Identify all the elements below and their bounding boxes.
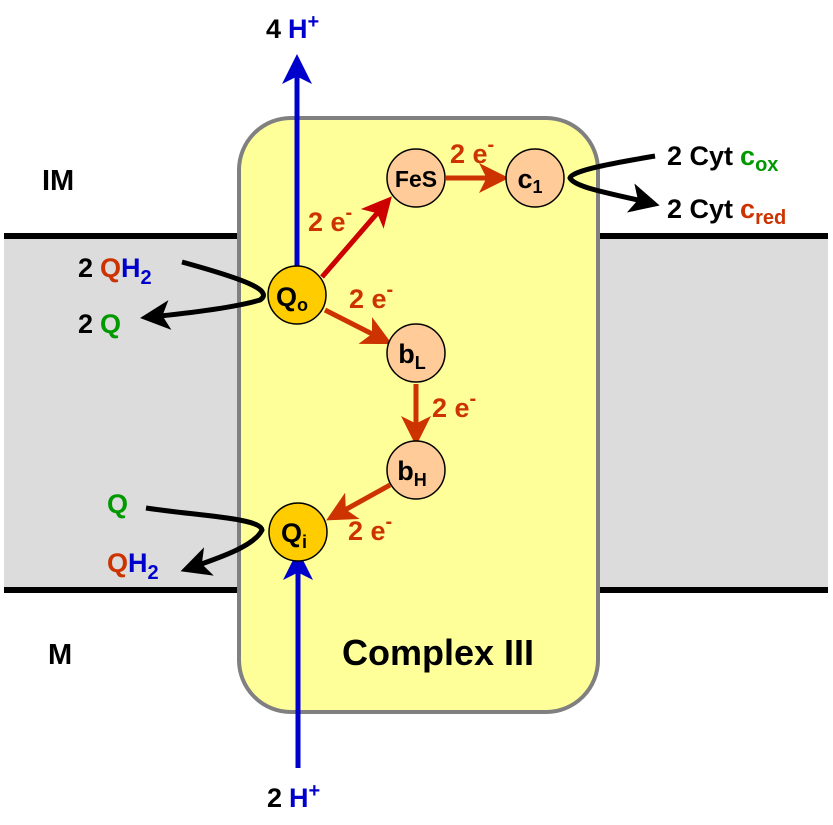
qi-sub: i	[302, 532, 307, 552]
qh2-label-qi-out: QH2	[107, 548, 159, 584]
cyt-c-arrow	[567, 153, 660, 213]
electron-arrow-qo-to-bl	[323, 307, 393, 345]
bl-sub: L	[415, 353, 426, 373]
qo-site[interactable]: Qo	[267, 265, 327, 325]
svg-text:c1: c1	[517, 164, 542, 197]
c1-cofactor[interactable]: c1	[505, 148, 565, 208]
region-label-im: IM	[42, 165, 74, 197]
electron-label-qo-fes: 2 e-	[308, 202, 352, 237]
qi-site[interactable]: Qi	[268, 502, 328, 562]
bh-label: b	[397, 456, 414, 486]
electron-label-bh-qi: 2 e-	[348, 511, 392, 546]
bh-sub: H	[414, 470, 427, 490]
qh2-to-q-arrow-qo	[140, 259, 266, 330]
c1-label: c	[517, 164, 532, 194]
svg-text:bL: bL	[398, 339, 426, 373]
electron-label-qo-bl: 2 e-	[349, 279, 393, 314]
bh-cofactor[interactable]: bH	[386, 440, 446, 500]
c1-sub: 1	[533, 177, 543, 197]
bl-cofactor[interactable]: bL	[386, 323, 446, 383]
qi-label: Q	[281, 518, 302, 548]
region-label-m: M	[48, 639, 72, 671]
complex-title: Complex III	[342, 632, 534, 673]
qo-sub: o	[297, 295, 308, 315]
electron-label-fes-c1: 2 e-	[450, 134, 494, 169]
electron-arrow-qo-to-fes	[320, 196, 392, 279]
fes-cofactor[interactable]: FeS	[386, 148, 446, 208]
svg-text:Qo: Qo	[276, 282, 308, 315]
svg-text:bH: bH	[397, 456, 427, 490]
svg-text:Qi: Qi	[281, 518, 307, 552]
qo-label: Q	[276, 282, 297, 312]
electron-arrow-bh-to-qi	[326, 482, 392, 521]
q-label-qi-in: Q	[107, 489, 128, 519]
fes-label: FeS	[395, 166, 437, 192]
electron-label-bl-bh: 2 e-	[432, 388, 476, 423]
bl-label: b	[398, 339, 415, 369]
q-to-qh2-arrow-qi	[145, 505, 265, 576]
